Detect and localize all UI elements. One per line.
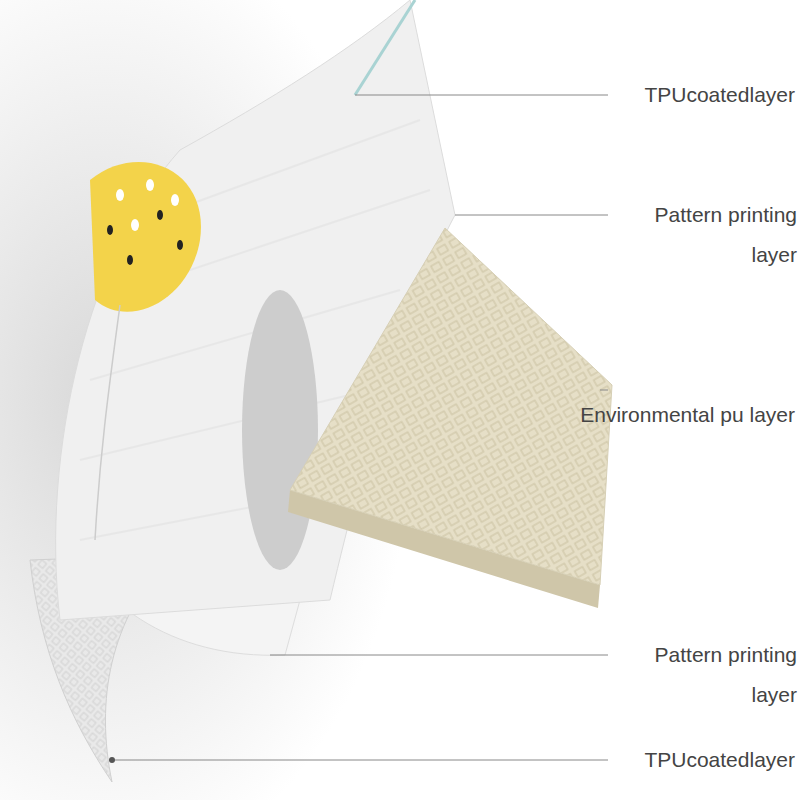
leader-dot	[109, 757, 115, 763]
layer-label: Environmental pu layer	[515, 395, 795, 435]
pu-foam-layer	[290, 228, 612, 585]
layer-label: TPUcoatedlayer	[605, 75, 795, 115]
balloon-seeds	[107, 210, 183, 265]
balloon-string	[95, 305, 120, 540]
layer-label: Pattern printing layer	[607, 635, 797, 715]
penguin-figure	[242, 290, 318, 570]
balloon-dots	[116, 179, 179, 231]
balloon	[90, 162, 201, 312]
leader-lines	[115, 95, 608, 760]
top-tpu-film	[355, 0, 415, 95]
layer-label: TPUcoatedlayer	[605, 740, 795, 780]
layer-label: Pattern printing layer	[607, 195, 797, 275]
